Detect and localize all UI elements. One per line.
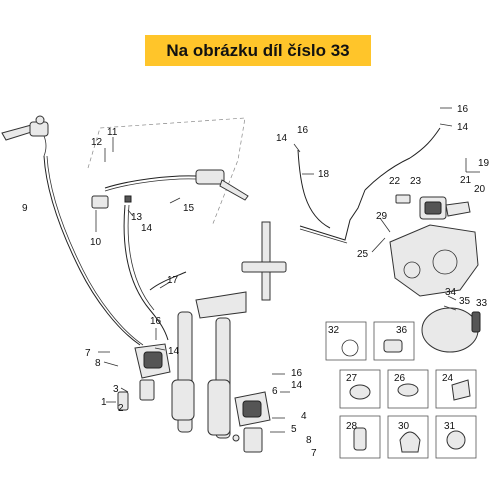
- reference-frame: [87, 117, 246, 227]
- callout-19: 19: [478, 158, 490, 169]
- callout-29: 29: [376, 211, 388, 222]
- callout-4: 4: [301, 411, 307, 422]
- callout-22: 22: [389, 176, 401, 187]
- inset-label-30: 30: [398, 421, 410, 432]
- front-brake-hose: [43, 155, 144, 346]
- front-fork: [171, 221, 287, 439]
- callout-2: 2: [118, 403, 124, 414]
- inset-label-26: 26: [394, 373, 406, 384]
- callout-14e: 14: [457, 122, 469, 133]
- callout-7a: 7: [85, 348, 91, 359]
- inset-box-31: [435, 415, 477, 459]
- rear-caliper: [395, 194, 471, 220]
- inset-label-27: 27: [346, 373, 358, 384]
- callout-5: 5: [291, 424, 297, 435]
- callout-33: 33: [476, 298, 488, 309]
- callout-9: 9: [22, 203, 28, 214]
- callout-14c: 14: [291, 380, 303, 391]
- inset-box-24: [435, 369, 477, 409]
- callout-1: 1: [101, 397, 107, 408]
- callout-34: 34: [445, 287, 457, 298]
- inset-label-32: 32: [328, 325, 340, 336]
- callout-21: 21: [460, 175, 472, 186]
- callout-25: 25: [357, 249, 369, 260]
- rear-frame: [389, 224, 479, 297]
- front-master-cylinder: [1, 115, 49, 157]
- banner-title: Na obrázku díl číslo 33: [166, 40, 350, 60]
- inset-label-31: 31: [444, 421, 456, 432]
- callout-17: 17: [167, 275, 179, 286]
- inset-box-28: [339, 415, 381, 459]
- rear-brake-hose: [297, 127, 441, 244]
- callout-14b: 14: [168, 346, 180, 357]
- callout-16c: 16: [297, 125, 309, 136]
- front-caliper-right: [232, 391, 271, 453]
- callout-20: 20: [474, 184, 486, 195]
- brake-hose-17: [123, 204, 187, 341]
- callout-16b: 16: [291, 368, 303, 379]
- callout-7b: 7: [311, 448, 317, 459]
- callout-12: 12: [91, 137, 103, 148]
- callout-35: 35: [459, 296, 471, 307]
- callout-6: 6: [272, 386, 278, 397]
- callout-16d: 16: [457, 104, 469, 115]
- callout-16a: 16: [150, 316, 162, 327]
- inset-box-30: [387, 415, 429, 459]
- front-caliper-left: [117, 343, 171, 411]
- inset-box-36: [373, 321, 415, 361]
- inset-box-27: [339, 369, 381, 409]
- inset-label-24: 24: [442, 373, 454, 384]
- callout-3: 3: [113, 384, 119, 395]
- callout-14d: 14: [276, 133, 288, 144]
- detail-33-view: [421, 307, 481, 353]
- inset-box-32: [325, 321, 367, 361]
- callout-14a: 14: [141, 223, 153, 234]
- callout-10: 10: [90, 237, 102, 248]
- callout-11: 11: [107, 127, 118, 138]
- part-number-banner: Na obrázku díl číslo 33: [145, 35, 371, 66]
- callout-8a: 8: [95, 358, 101, 369]
- inset-label-36: 36: [396, 325, 408, 336]
- callout-labels: 9 10 11 12 13 14 15 17 16 14 7 8 3 1 2 1…: [22, 104, 490, 459]
- callout-8b: 8: [306, 435, 312, 446]
- inset-label-28: 28: [346, 421, 358, 432]
- callout-23: 23: [410, 176, 422, 187]
- rear-master-cylinder: [91, 169, 249, 209]
- callout-18: 18: [318, 169, 330, 180]
- callout-13: 13: [131, 212, 143, 223]
- callout-15: 15: [183, 203, 195, 214]
- inset-box-26: [387, 369, 429, 409]
- leader-lines: [95, 107, 480, 433]
